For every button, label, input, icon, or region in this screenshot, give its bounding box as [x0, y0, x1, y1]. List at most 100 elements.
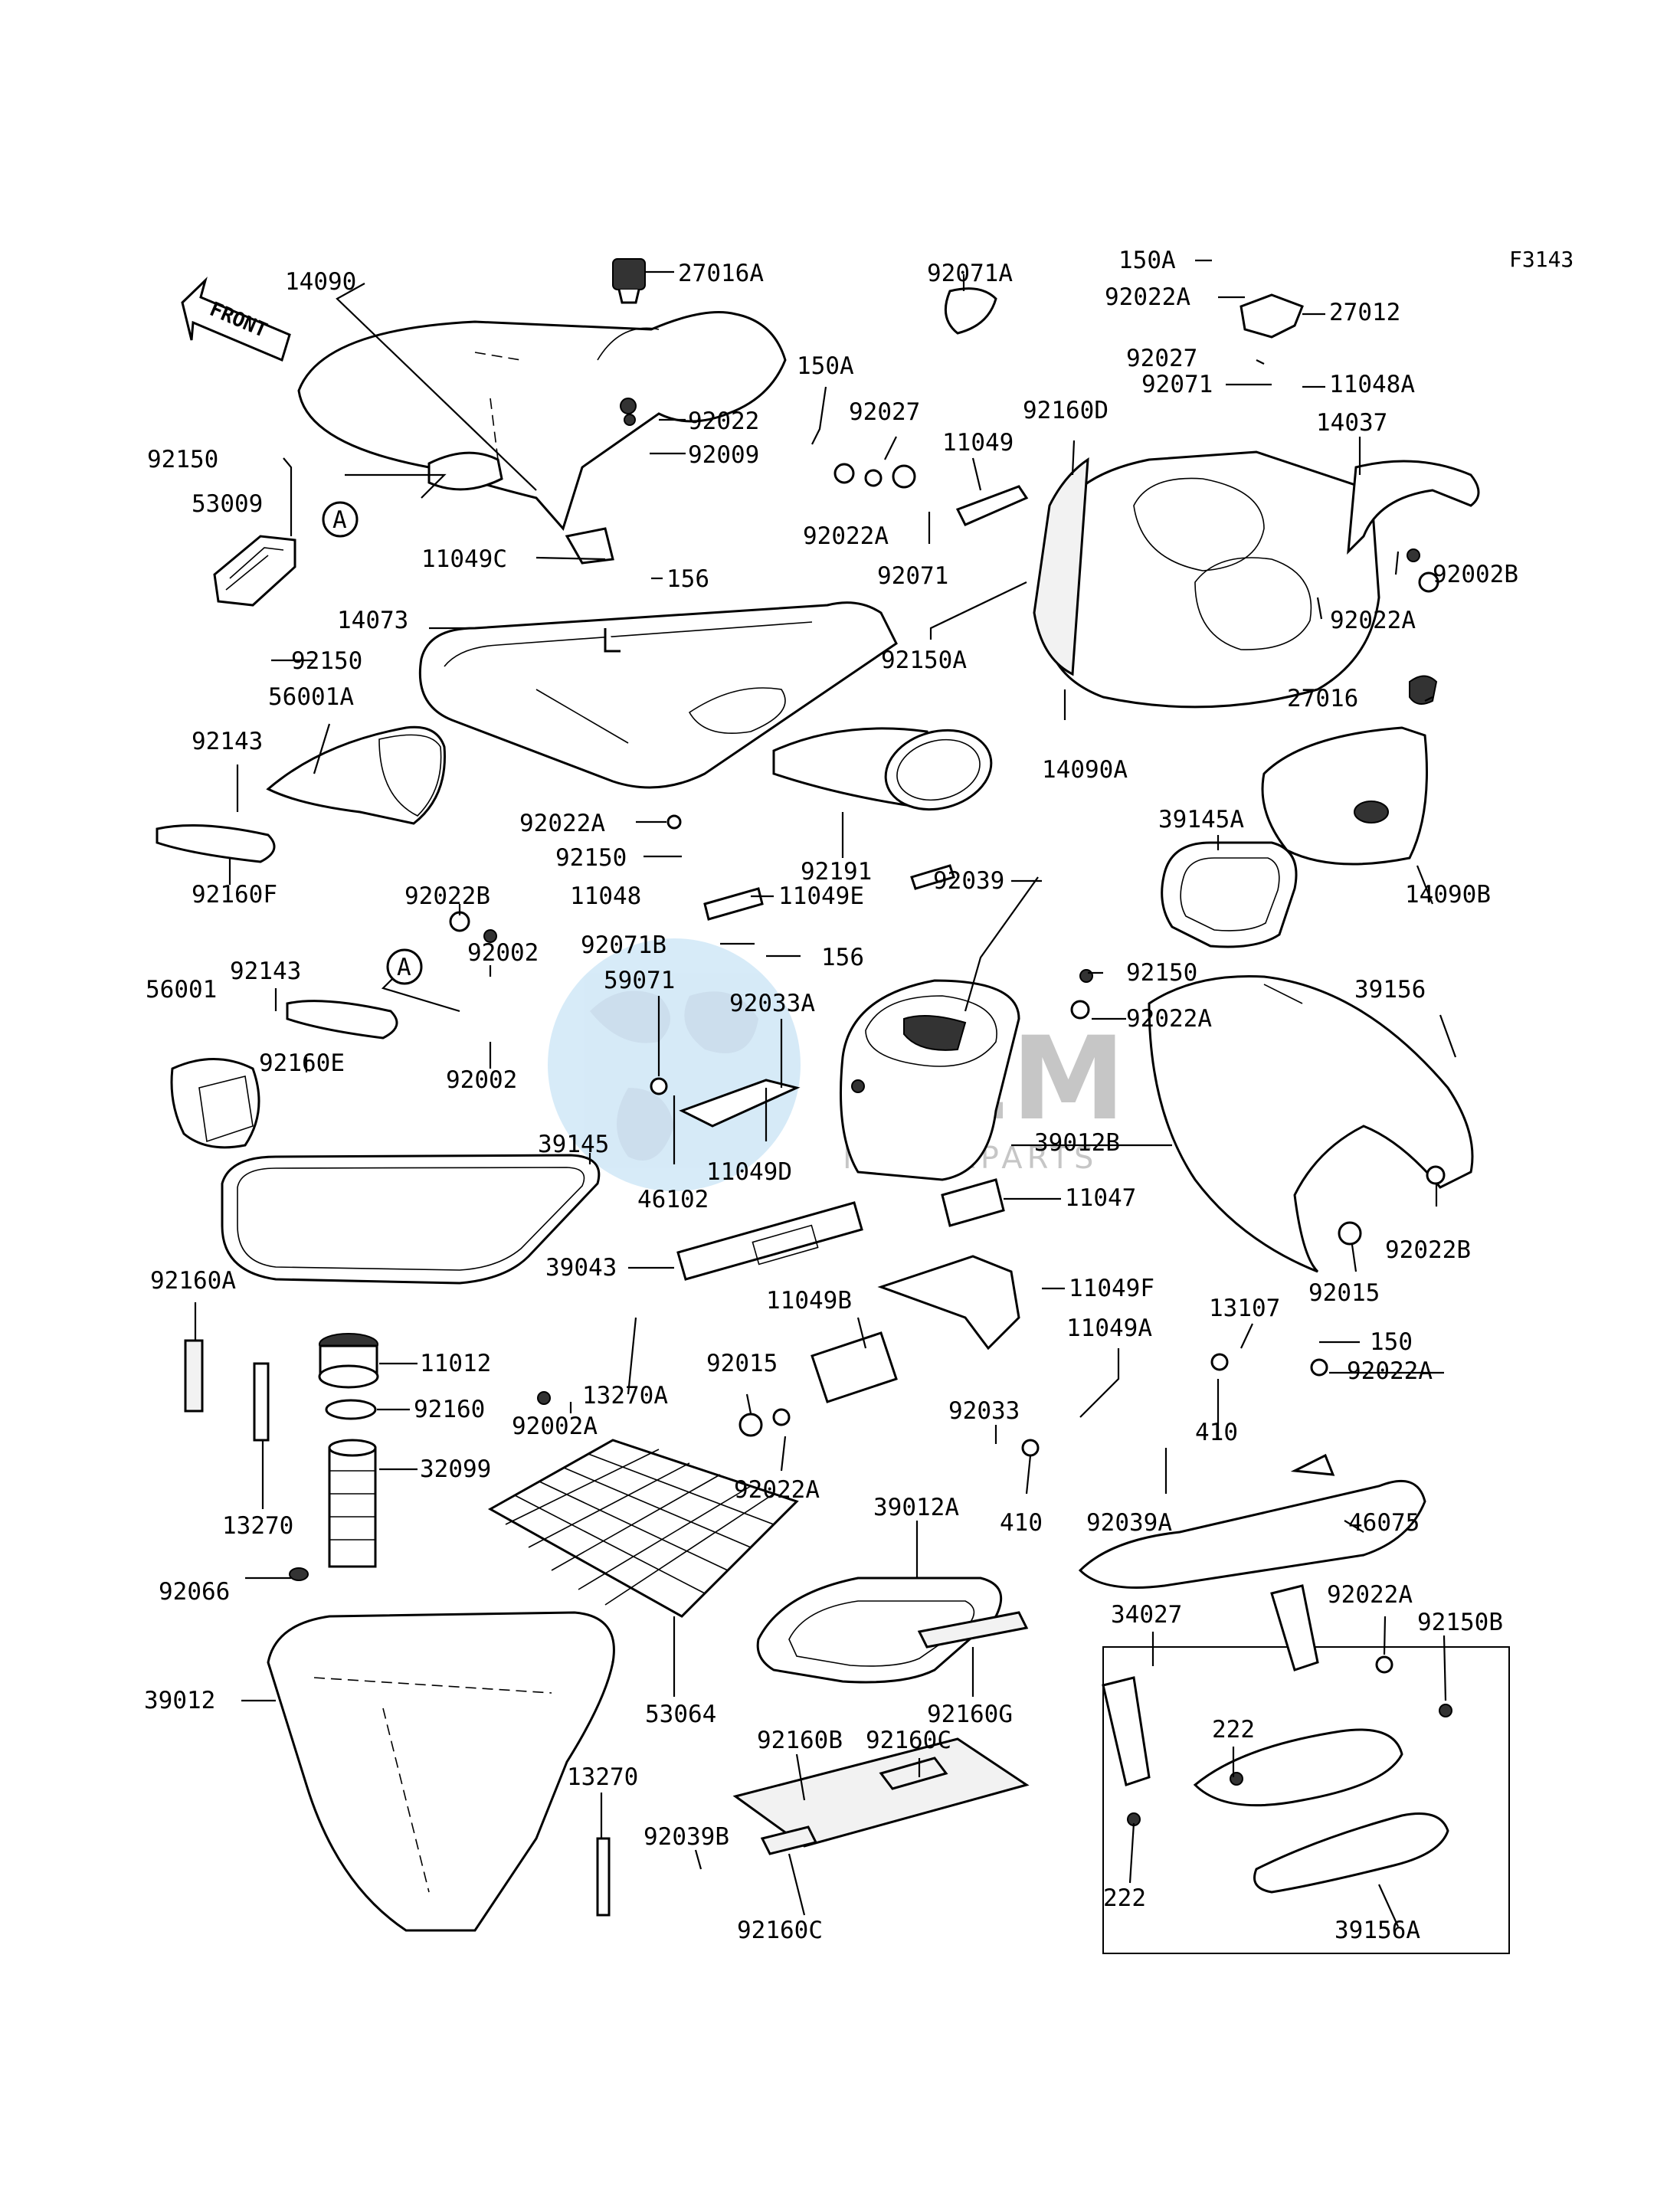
- label-92022A-top: 92022A: [1105, 283, 1190, 311]
- label-39012A: 39012A: [873, 1494, 959, 1521]
- bracket-11049: [955, 485, 1029, 526]
- bracket-34027-right: [1270, 1584, 1319, 1671]
- label-39145A: 39145A: [1158, 806, 1244, 833]
- bracket-11049B: [811, 1331, 898, 1403]
- label-92002B: 92002B: [1433, 561, 1518, 588]
- label-92027-mid: 92027: [849, 398, 920, 426]
- label-11049B: 11049B: [766, 1287, 852, 1315]
- label-150: 150: [1370, 1328, 1413, 1356]
- label-11049E: 11049E: [778, 882, 864, 910]
- cover-14090B: [1261, 726, 1428, 866]
- label-92022A-center2: 92022A: [734, 1476, 820, 1504]
- ref-circle-a-top: [322, 501, 359, 538]
- gasket-39145A: [1161, 841, 1298, 948]
- label-92002-bottom: 92002: [446, 1066, 517, 1094]
- label-222-bottom: 222: [1103, 1884, 1146, 1912]
- bracket-11049E: [910, 864, 955, 890]
- sticker-92160B: [732, 1737, 1030, 1848]
- ref-circle-a-mid: [386, 948, 423, 985]
- label-11049C: 11049C: [421, 545, 507, 573]
- label-34027: 34027: [1111, 1601, 1182, 1629]
- label-14090A: 14090A: [1042, 756, 1128, 784]
- label-156-mid: 156: [821, 944, 864, 971]
- cap-11012: [318, 1333, 379, 1389]
- label-92015-center: 92015: [706, 1350, 778, 1377]
- label-13107: 13107: [1209, 1295, 1280, 1322]
- label-92022: 92022: [688, 408, 759, 435]
- label-222-top: 222: [1212, 1716, 1255, 1744]
- label-92022A-right: 92022A: [1330, 607, 1416, 634]
- bracket-11049D: [679, 1079, 801, 1128]
- label-92160: 92160: [414, 1396, 485, 1423]
- label-56001A: 56001A: [268, 683, 354, 711]
- label-410-center: 410: [1000, 1509, 1043, 1537]
- trim-92160F: [156, 824, 276, 863]
- leader-lines: [194, 259, 1457, 1927]
- callout-labels: 14090 27016A 92071A 150A 92022A 27012 92…: [144, 247, 1518, 1944]
- label-92160B: 92160B: [757, 1727, 843, 1754]
- label-92033A: 92033A: [729, 990, 815, 1017]
- label-11047: 11047: [1065, 1184, 1136, 1212]
- strap-13270-top: [253, 1362, 270, 1442]
- bracket-34027-left: [1102, 1676, 1151, 1786]
- label-92160D: 92160D: [1023, 397, 1109, 424]
- label-13270A: 13270A: [582, 1382, 668, 1410]
- label-92022A-r3: 92022A: [1347, 1357, 1433, 1385]
- label-92022B-left: 92022B: [404, 882, 490, 910]
- latch-53009: [213, 535, 296, 607]
- label-92033: 92033: [948, 1397, 1020, 1425]
- duct-92191: [772, 727, 993, 811]
- hull-tray-14073: [418, 601, 898, 789]
- label-a-mid: A: [397, 954, 411, 981]
- label-53064: 53064: [645, 1701, 716, 1728]
- label-92009: 92009: [688, 441, 759, 469]
- label-92160F: 92160F: [192, 881, 277, 909]
- label-92150B: 92150B: [1417, 1609, 1503, 1636]
- knob-27016: [1409, 675, 1438, 705]
- sticker-92160C-top: [879, 1757, 948, 1790]
- label-46102: 46102: [637, 1186, 709, 1213]
- label-92071-right: 92071: [1141, 371, 1213, 398]
- label-27016: 27016: [1287, 685, 1358, 712]
- label-150A-top: 150A: [1118, 247, 1176, 274]
- label-92071A: 92071A: [927, 260, 1013, 287]
- label-39043: 39043: [545, 1254, 617, 1282]
- label-92150A: 92150A: [881, 647, 967, 674]
- label-92160C-bottom: 92160C: [737, 1917, 823, 1944]
- bucket-39012B: [840, 979, 1020, 1181]
- trim-14037: [1347, 460, 1480, 555]
- label-53009: 53009: [192, 490, 263, 518]
- label-92150-left: 92150: [147, 446, 218, 473]
- bracket-11048: [703, 887, 764, 921]
- clip-27016A: [612, 258, 646, 290]
- label-92002-top: 92002: [467, 939, 539, 967]
- bracket-11049C: [565, 527, 614, 565]
- label-39156A: 39156A: [1335, 1917, 1420, 1944]
- label-39145: 39145: [538, 1131, 609, 1158]
- label-150A-mid: 150A: [797, 352, 854, 380]
- handle-46075: [1078, 1453, 1426, 1589]
- label-92191: 92191: [801, 858, 872, 886]
- label-92039B: 92039B: [644, 1823, 729, 1851]
- label-11048A: 11048A: [1329, 371, 1415, 398]
- label-14073: 14073: [337, 607, 408, 634]
- label-11049A: 11049A: [1066, 1315, 1152, 1342]
- label-92066: 92066: [159, 1578, 230, 1606]
- label-92015-right: 92015: [1308, 1279, 1380, 1307]
- sticker-92160G: [917, 1611, 1029, 1649]
- label-14090: 14090: [285, 268, 356, 296]
- label-11012: 11012: [420, 1350, 491, 1377]
- sticker-92160A: [184, 1339, 204, 1413]
- label-11049D: 11049D: [706, 1158, 792, 1186]
- label-92022A-center: 92022A: [519, 810, 605, 837]
- label-410-right: 410: [1195, 1419, 1238, 1446]
- label-92160C-top: 92160C: [866, 1727, 951, 1754]
- mirror-56001A: [266, 725, 446, 825]
- bucket-39012: [267, 1611, 615, 1932]
- label-92039A: 92039A: [1086, 1509, 1172, 1537]
- label-92022A-bottom: 92022A: [1327, 1581, 1413, 1609]
- bracket-11049F: [877, 1255, 1020, 1351]
- label-92143-top: 92143: [192, 728, 263, 755]
- front-arrow-icon: FRONT: [181, 277, 291, 362]
